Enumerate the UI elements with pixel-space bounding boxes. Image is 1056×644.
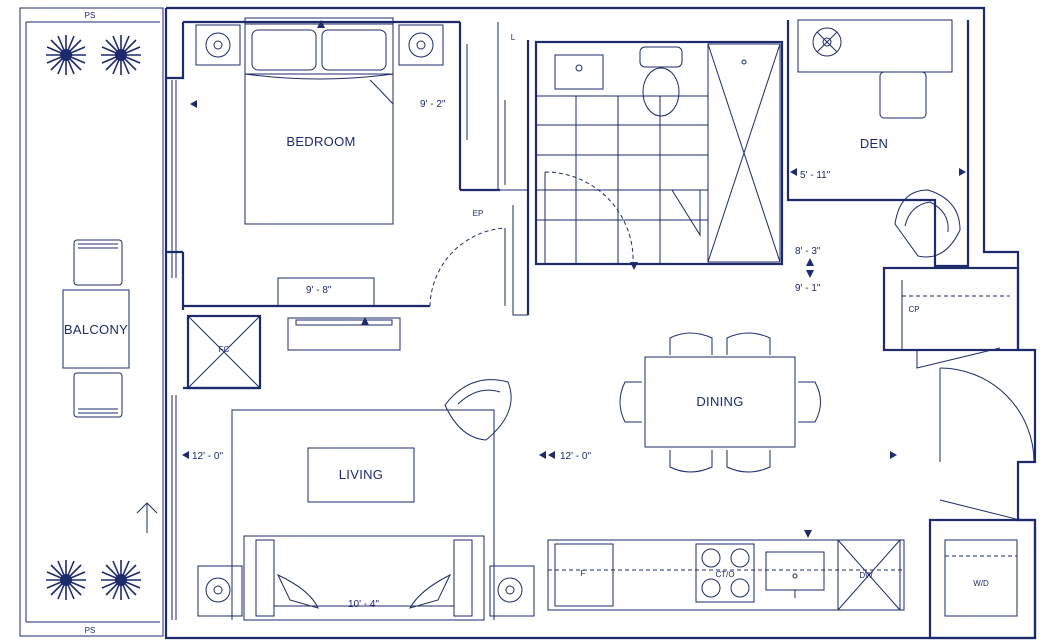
coffee-table xyxy=(307,447,415,503)
kitchen-counter xyxy=(547,539,905,611)
den-armchair xyxy=(894,189,961,258)
ps-bottom-label: PS xyxy=(85,626,96,635)
kitchen: F CT/O DW W/D xyxy=(547,539,1018,617)
plant-icon xyxy=(46,35,86,75)
plant-icon xyxy=(46,560,86,600)
dim-bedroom-depth: 9' - 2" xyxy=(420,99,446,110)
dim-arrow-icon xyxy=(548,451,555,459)
kitchen-sink xyxy=(765,551,825,598)
den-furniture: DEN xyxy=(797,19,961,258)
dim-arrow-icon xyxy=(959,168,966,176)
dim-den-width: 5' - 11" xyxy=(800,170,831,181)
dim-den-depth-b: 9' - 1" xyxy=(795,283,821,294)
nightstand-lamp-icon xyxy=(195,24,241,66)
ps-top-label: PS xyxy=(85,11,96,20)
dimensions: 9' - 2" 9' - 8" 5' - 11" 8' - 3" 9' - 1"… xyxy=(182,20,966,610)
cp-label: CP xyxy=(908,305,919,314)
dim-living-width: 12' - 0" xyxy=(192,451,223,462)
fridge-label: F xyxy=(581,569,586,578)
shower xyxy=(707,43,781,263)
balcony-chair-bottom xyxy=(73,372,123,418)
tv-console xyxy=(287,317,401,351)
dim-arrow-icon xyxy=(539,451,546,459)
room-label-den: DEN xyxy=(860,136,888,151)
dining-table xyxy=(644,356,796,448)
bedroom-furniture: BEDROOM xyxy=(195,17,468,351)
entry-door-swing xyxy=(939,367,1035,463)
dining-chair xyxy=(726,332,771,355)
dim-arrow-icon xyxy=(317,20,325,28)
dim-arrow-icon xyxy=(190,100,197,108)
dim-den-depth-a: 8' - 3" xyxy=(795,246,821,257)
interior-walls: L EP FC CP xyxy=(166,20,1037,640)
sofa xyxy=(243,535,485,621)
side-table-lamp-icon xyxy=(197,565,243,617)
dining-chair xyxy=(619,381,642,423)
bed xyxy=(244,23,394,225)
dim-arrow-icon xyxy=(361,317,369,325)
dim-arrow-icon xyxy=(790,168,797,176)
dim-sofa-width: 10' - 4" xyxy=(348,599,379,610)
bathroom-fixtures xyxy=(554,43,781,263)
room-label-bedroom: BEDROOM xyxy=(286,134,355,149)
balcony-chair-top xyxy=(73,239,123,286)
living-furniture: LIVING xyxy=(197,379,535,621)
den-lamp-icon xyxy=(812,27,842,57)
dining-furniture: DINING xyxy=(619,332,821,473)
fridge xyxy=(554,543,614,607)
bedroom-door-swing xyxy=(429,227,506,307)
dim-dining-width: 12' - 0" xyxy=(560,451,591,462)
ep-label: EP xyxy=(473,209,484,218)
room-label-balcony: BALCONY xyxy=(64,322,128,337)
balcony-table xyxy=(62,289,130,369)
north-arrow-icon xyxy=(136,502,158,533)
living-armchair xyxy=(444,379,512,441)
dim-bedroom-width: 9' - 8" xyxy=(306,285,332,296)
balcony-area: PS PS BALCONY xyxy=(19,7,164,637)
dim-arrow-icon xyxy=(806,270,814,278)
room-label-living: LIVING xyxy=(339,467,383,482)
desk-chair xyxy=(879,71,927,119)
dim-arrow-icon xyxy=(630,262,638,270)
dining-chair xyxy=(669,450,713,473)
dim-arrow-icon xyxy=(182,451,189,459)
dishwasher xyxy=(837,539,901,611)
dim-arrow-icon xyxy=(806,258,814,266)
dining-chair xyxy=(726,450,771,473)
plant-icon xyxy=(101,560,141,600)
dresser xyxy=(277,277,375,307)
nightstand-lamp-icon xyxy=(398,24,444,66)
vanity-sink xyxy=(554,54,604,90)
doors xyxy=(429,171,1035,521)
dining-chair xyxy=(798,381,821,423)
washer-dryer xyxy=(944,539,1018,617)
linen-closet-label: L xyxy=(511,33,516,42)
desk xyxy=(797,19,953,73)
dim-arrow-icon xyxy=(804,530,812,538)
washer-dryer-label: W/D xyxy=(973,579,989,588)
bathroom-door-swing xyxy=(544,171,634,265)
dishwasher-label: DW xyxy=(859,571,873,580)
plant-icon xyxy=(101,35,141,75)
toilet-icon xyxy=(639,46,683,117)
dim-arrow-icon xyxy=(890,451,897,459)
cooktop-label: CT/O xyxy=(715,570,734,579)
side-table-lamp-icon xyxy=(489,565,535,617)
cooktop-icon xyxy=(695,543,755,603)
room-label-dining: DINING xyxy=(696,394,743,409)
fc-label: FC xyxy=(219,345,230,354)
dining-chair xyxy=(669,332,713,355)
